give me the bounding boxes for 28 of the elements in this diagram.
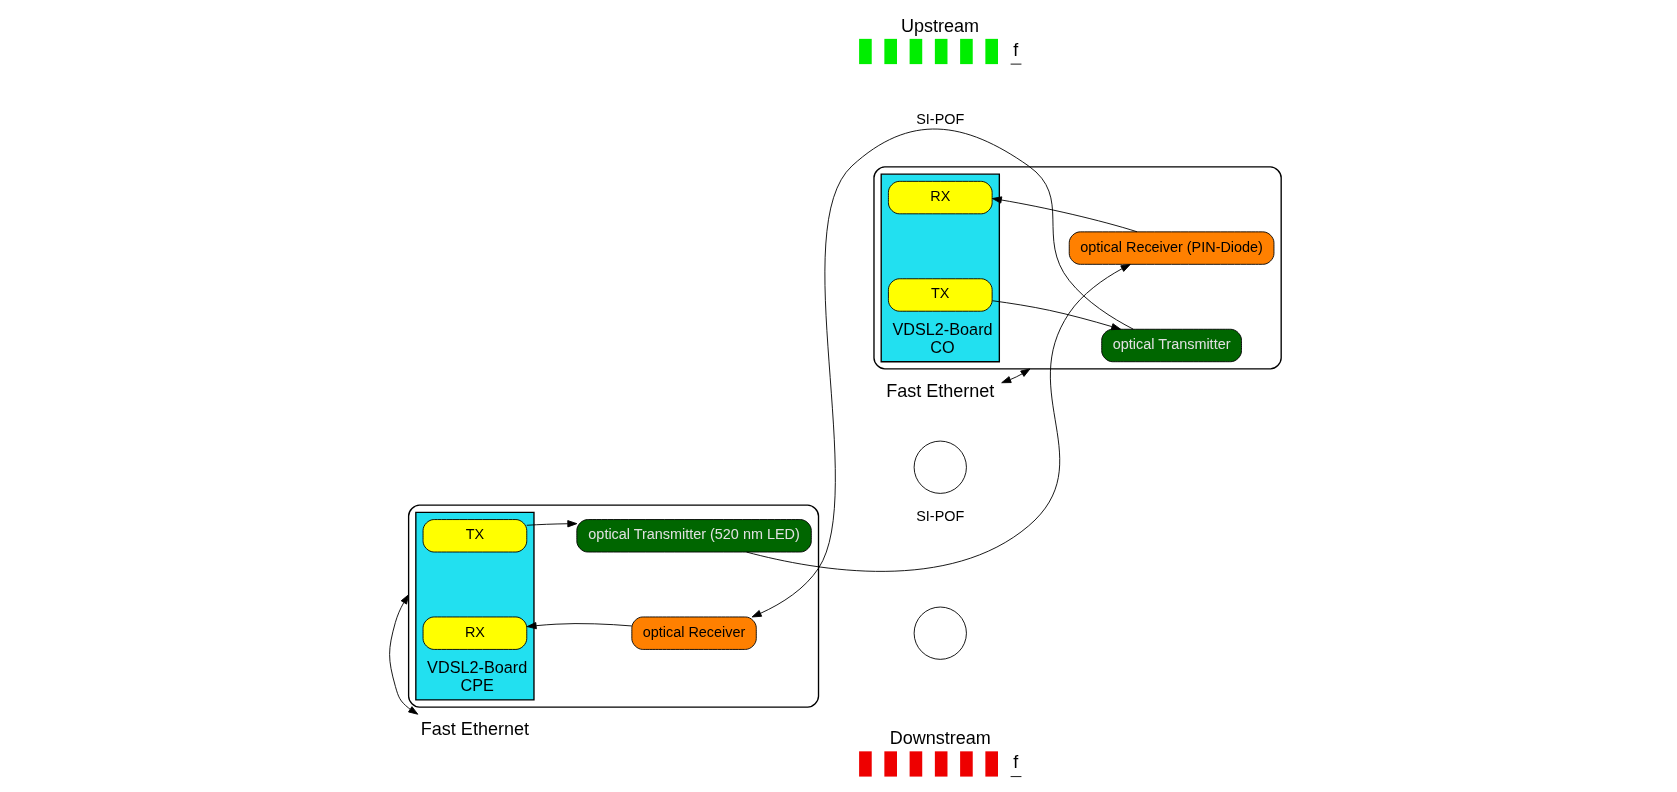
arrow (991, 196, 1137, 233)
cluster (407, 504, 819, 708)
cluster (872, 166, 1282, 370)
node-text: Fast Ethernet (420, 719, 529, 740)
node-box: optical Transmitter (520 nm LED) (575, 519, 812, 553)
node-box: RX (887, 180, 993, 215)
label: f (1012, 40, 1018, 60)
label: f (1012, 752, 1018, 773)
node-box: TX (887, 278, 993, 312)
node-box: optical Receiver (PIN-Diode) (1068, 231, 1274, 265)
edge-label: SI-POF (915, 111, 964, 128)
arrow (991, 300, 1121, 331)
arrow (745, 264, 1131, 572)
node-box: TX (422, 519, 527, 553)
node-box: optical Transmitter (1100, 328, 1242, 363)
label: Downstream (889, 728, 991, 749)
edge-label: SI-POF (915, 508, 964, 525)
arrow (526, 622, 632, 630)
label: Upstream (900, 15, 979, 36)
arrow (1000, 368, 1030, 384)
arrow (388, 594, 418, 715)
node-box: RX (422, 616, 527, 650)
node-circle (913, 606, 967, 660)
node-text: Fast Ethernet (885, 380, 994, 401)
arrow (525, 520, 577, 528)
arrow (751, 128, 1134, 618)
node-circle (913, 440, 967, 494)
node-box: optical Receiver (630, 616, 757, 650)
